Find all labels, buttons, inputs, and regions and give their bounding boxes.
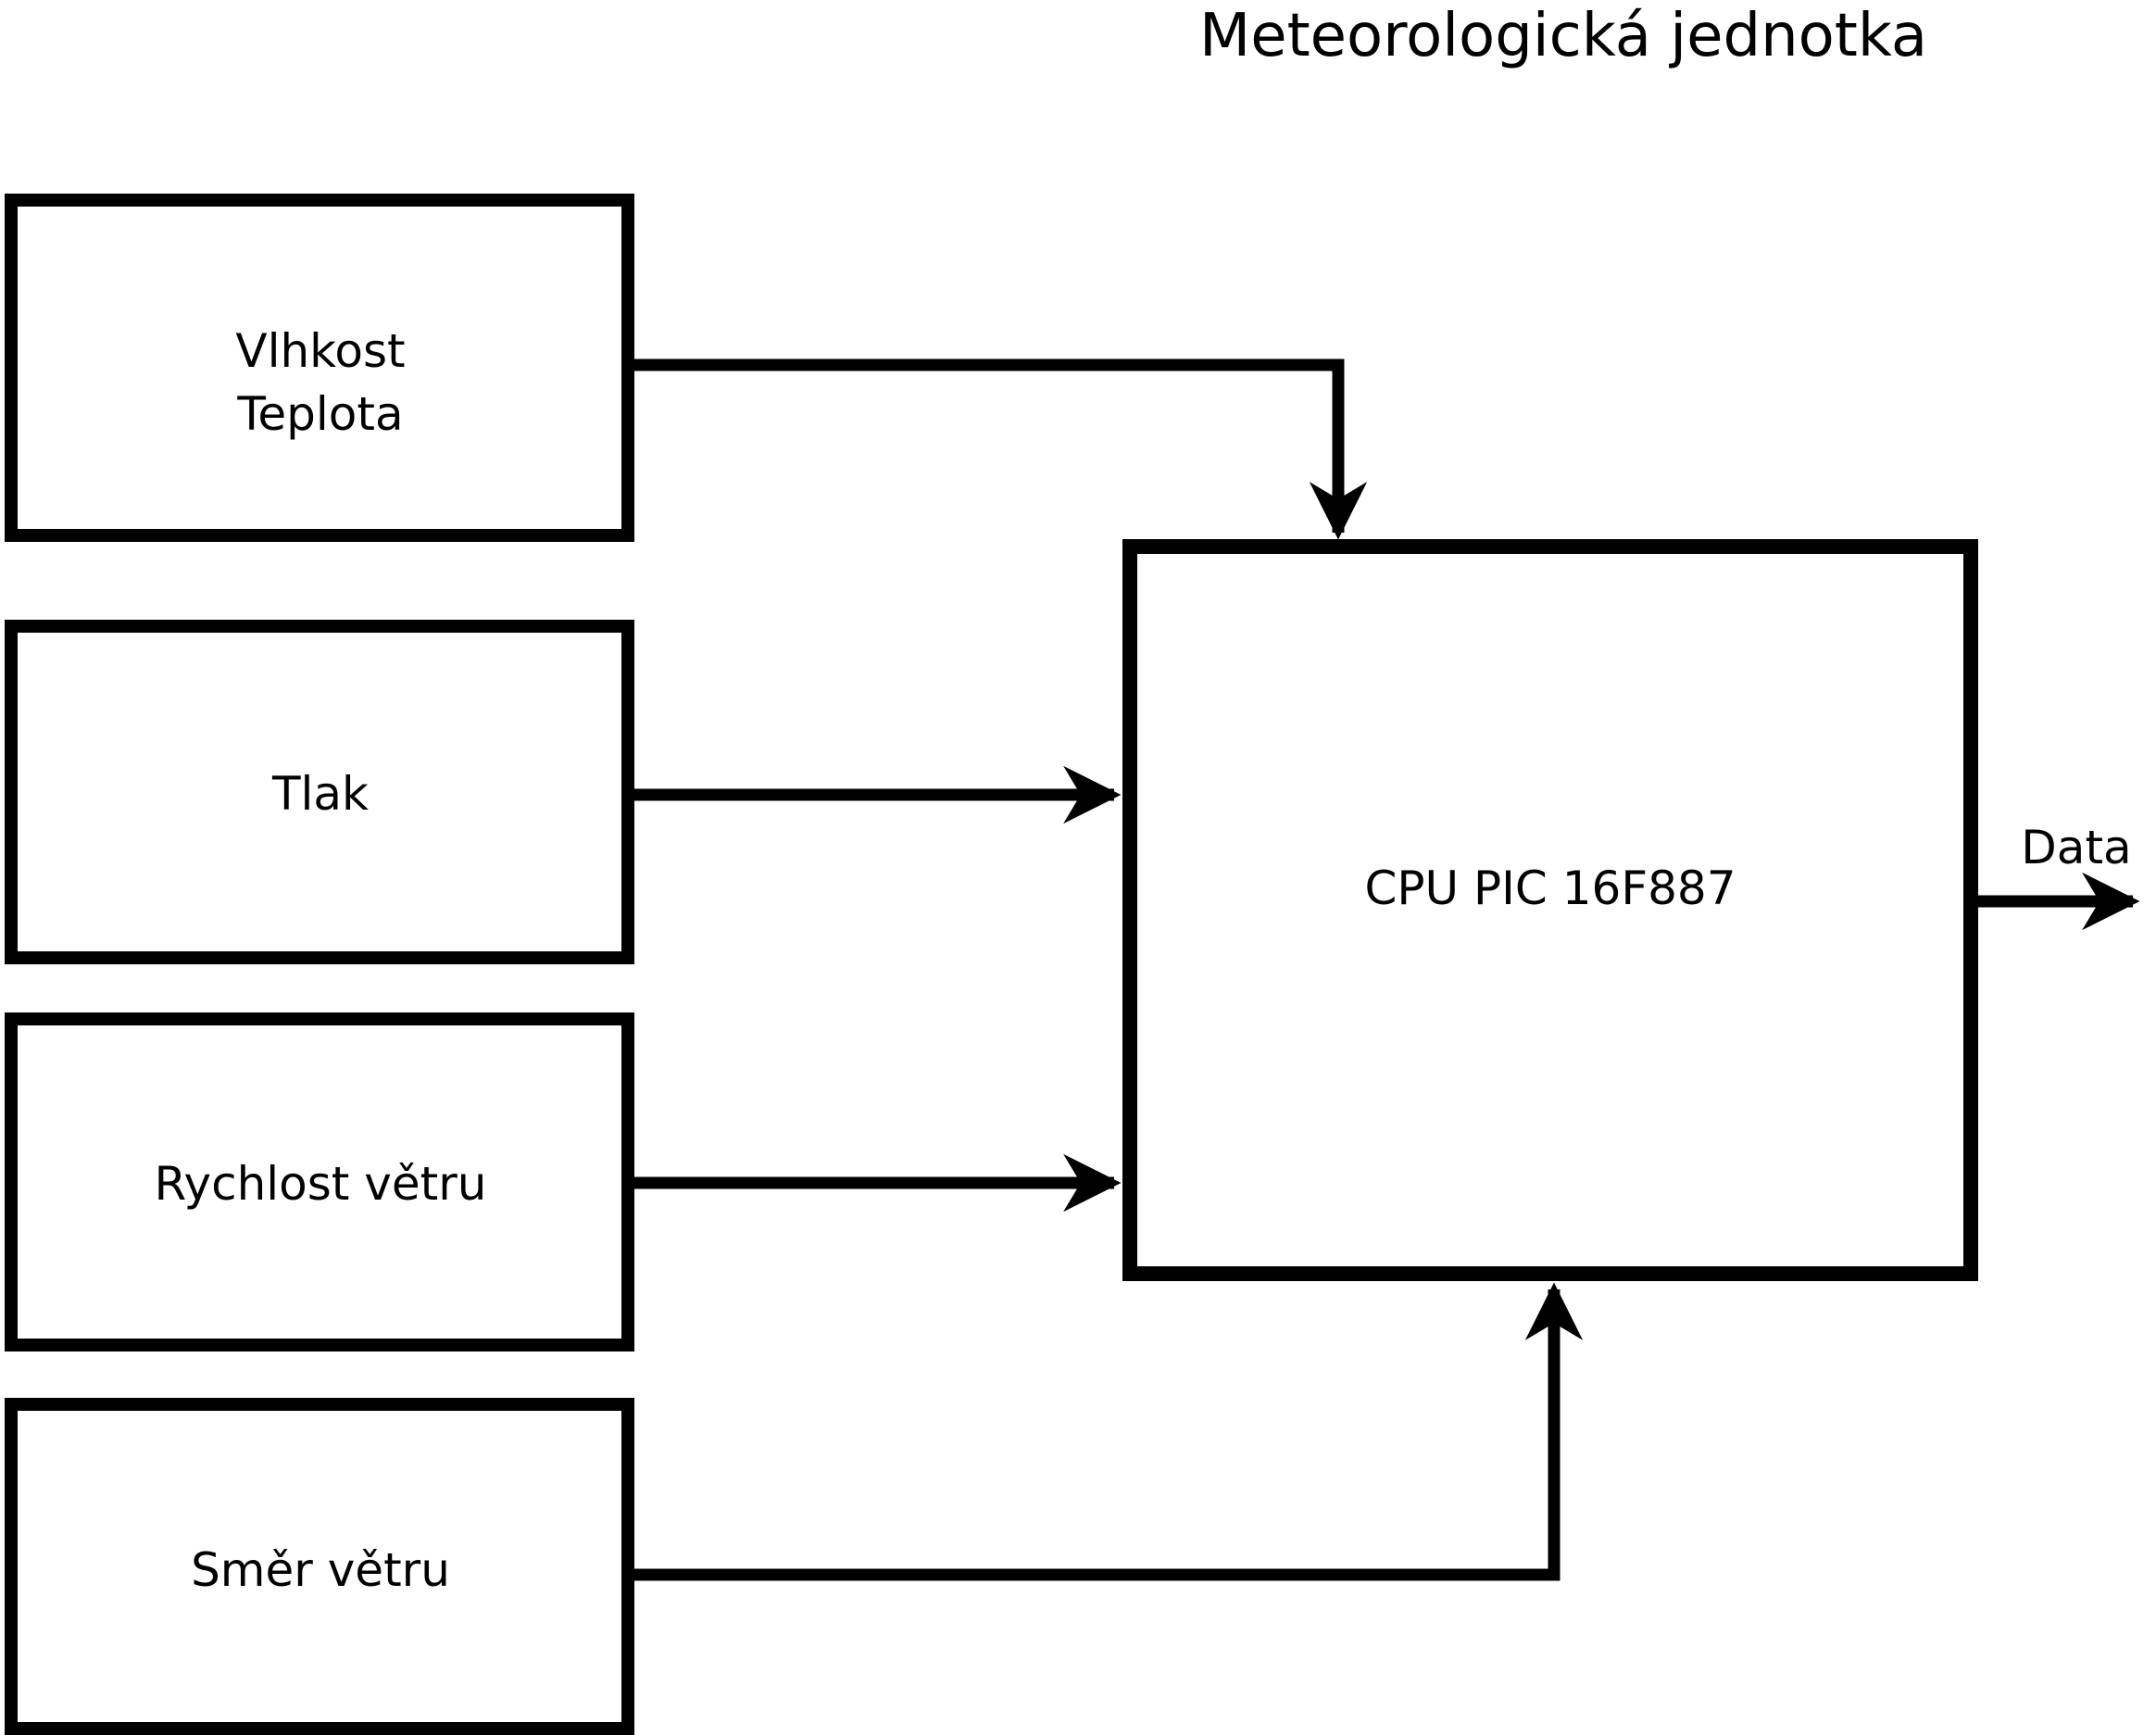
data-output-label: Data: [2021, 821, 2131, 874]
sensor-box-pressure: [5, 620, 634, 964]
temperature-label: Teplota: [236, 387, 403, 441]
wind-speed-label: Rychlost větru: [154, 1157, 486, 1211]
cpu-label: CPU PIC 16F887: [1364, 861, 1736, 915]
wind-direction-label: Směr větru: [191, 1543, 450, 1597]
sensor-box-wind-direction: [5, 1398, 634, 1735]
sensor-box-humidity-temperature: [5, 194, 634, 542]
pressure-label: Tlak: [271, 767, 369, 821]
diagram-title: Meteorologická jednotka: [1199, 2, 1927, 70]
sensor-box-wind-speed: [5, 1012, 634, 1352]
humidity-label: Vlhkost: [235, 324, 405, 378]
cpu-box: [1122, 539, 1978, 1281]
connector-wind-direction-to-cpu: [629, 1282, 1584, 1581]
connector-humidity-temperature-to-cpu: [629, 358, 1368, 540]
